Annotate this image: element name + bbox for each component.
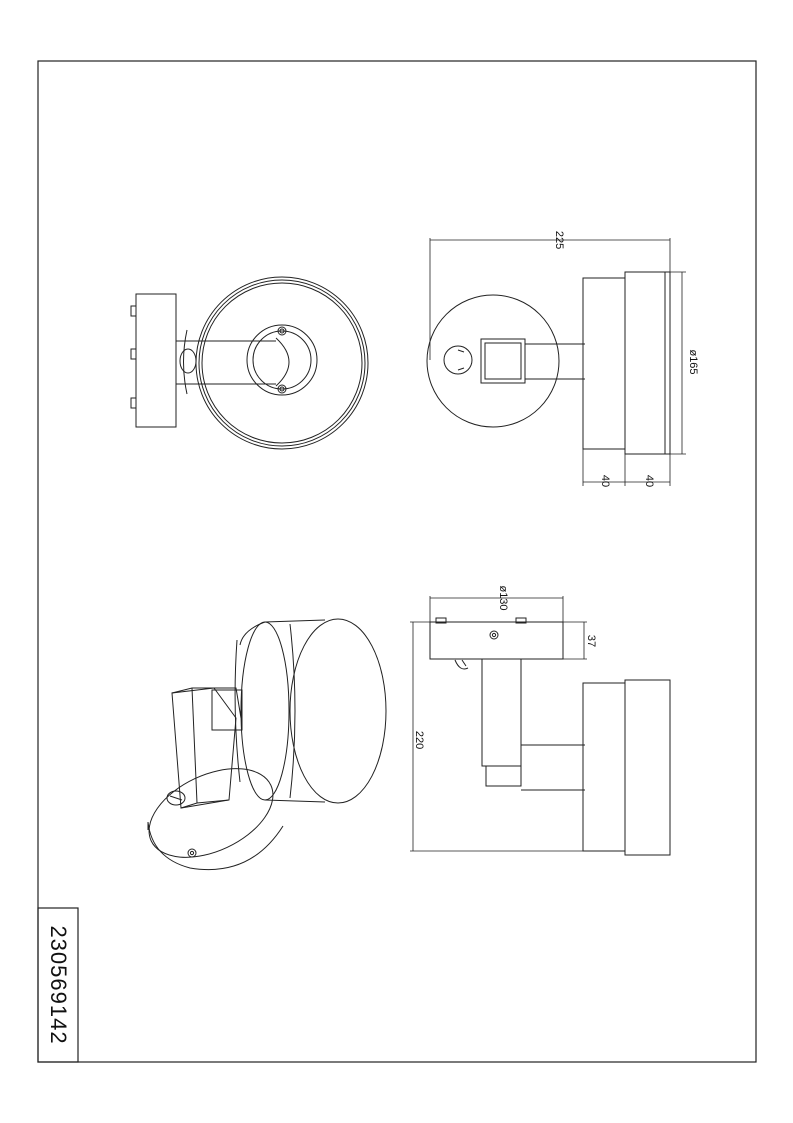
article-number: 230569142 bbox=[46, 925, 71, 1044]
dimensions-front-view bbox=[410, 596, 587, 852]
dim-shade-depth-front: 40 bbox=[599, 475, 611, 487]
view-rear bbox=[130, 276, 369, 450]
view-perspective bbox=[147, 618, 387, 871]
dim-overall-height: 220 bbox=[413, 731, 425, 749]
dim-overall-width: 225 bbox=[553, 231, 565, 249]
drawing-frame bbox=[37, 60, 757, 1063]
title-block: 230569142 bbox=[37, 907, 79, 1063]
dim-base-diameter: ø130 bbox=[497, 585, 509, 610]
view-side bbox=[426, 271, 671, 455]
dim-shade-depth-back: 40 bbox=[643, 475, 655, 487]
dim-base-height: 37 bbox=[585, 635, 597, 647]
dim-shade-diameter: ø165 bbox=[687, 349, 699, 374]
dimensions-side-view bbox=[429, 238, 686, 486]
view-front bbox=[429, 617, 671, 856]
